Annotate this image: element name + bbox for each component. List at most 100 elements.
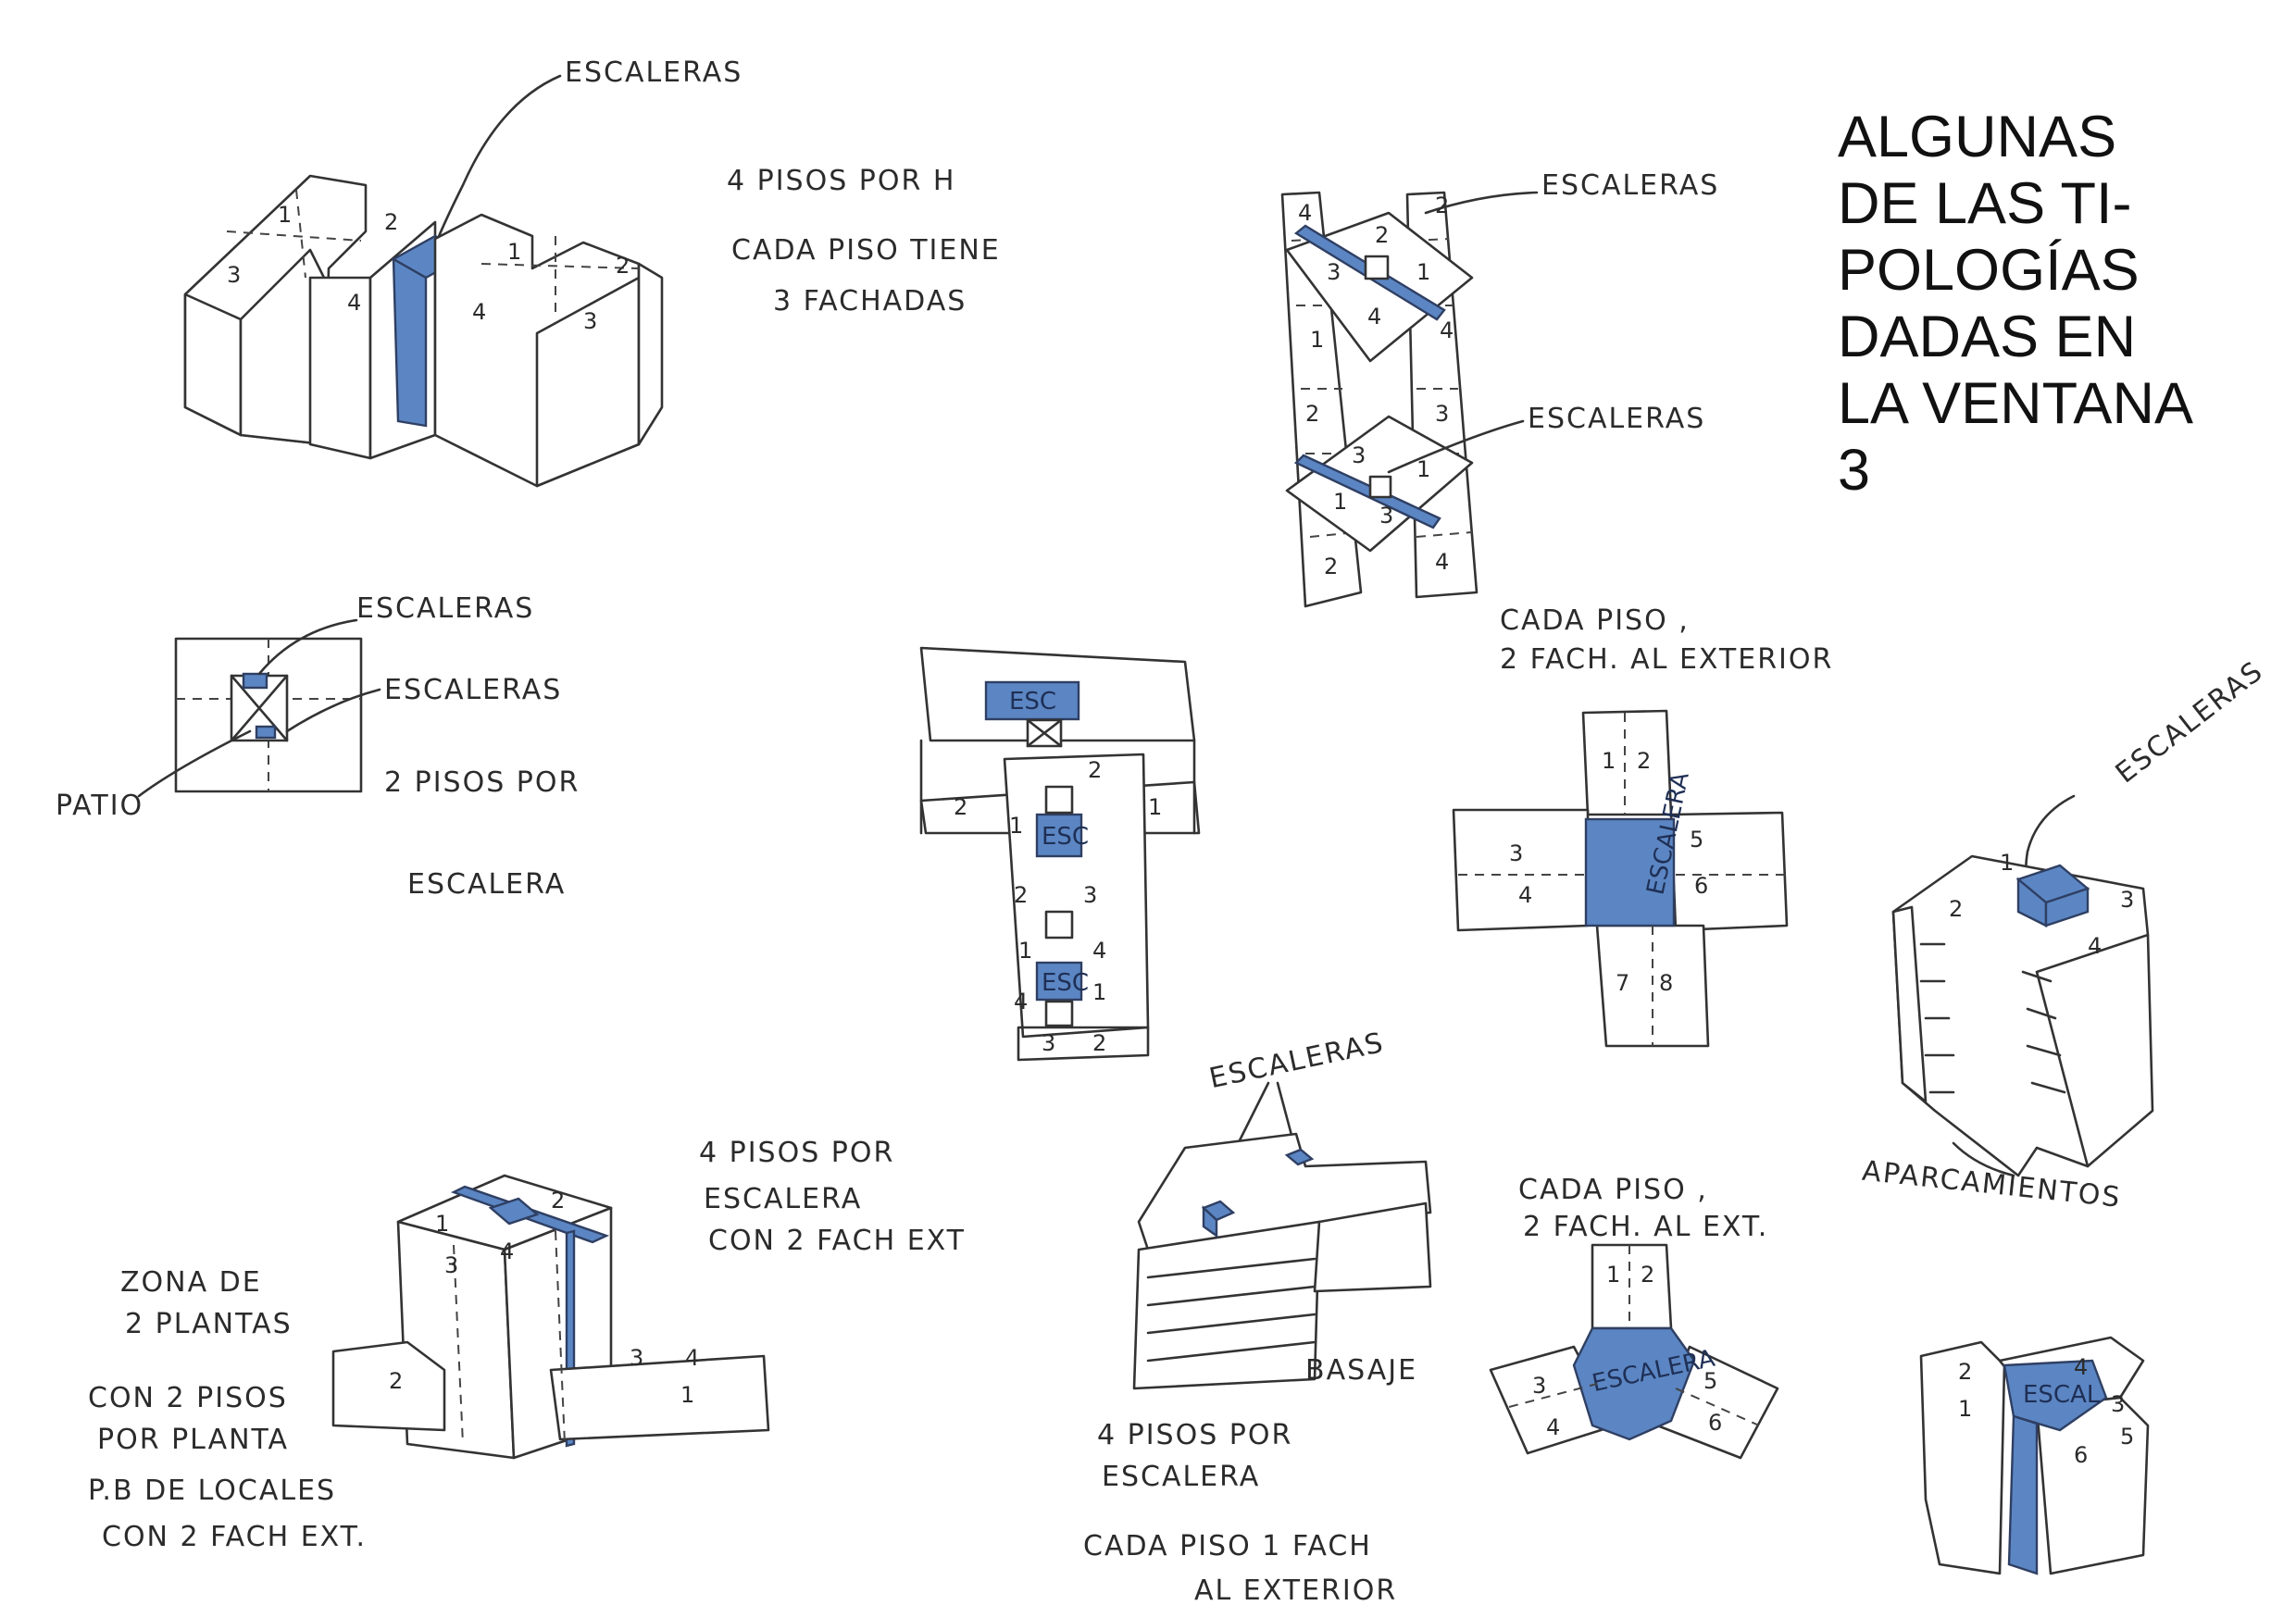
slab-front <box>1132 1220 1321 1390</box>
sketch-t-plan: ESC ESC ESC 2 1 2 1 2 3 1 4 1 4 3 2 <box>919 646 1201 1062</box>
square-note-line: ESCALERA <box>407 868 566 901</box>
stairs-label: ESCALERAS <box>356 592 534 625</box>
title-line: DE LAS TI- <box>1838 171 2132 236</box>
cube-side-note: 2 PLANTAS <box>125 1308 293 1340</box>
unit-number: 2 <box>384 209 398 235</box>
patio-label: PATIO <box>56 790 144 822</box>
title-line: 3 <box>1838 438 1871 503</box>
unit-number: 3 <box>227 262 241 288</box>
unit-number: 5 <box>1703 1368 1717 1394</box>
y-arm-top <box>1591 1243 1673 1330</box>
unit-number: 2 <box>551 1188 565 1214</box>
sketch-h-block: ESCALERAS 1 2 3 4 1 2 3 4 4 PISOS POR H … <box>183 56 1001 488</box>
title-line: DADAS EN <box>1838 305 2137 369</box>
unit-number: 2 <box>1949 896 1963 922</box>
y-note-line: 2 FACH. AL EXT. <box>1523 1211 1768 1243</box>
esc-label: ESCAL <box>2023 1381 2101 1409</box>
unit-number: 2 <box>1641 1262 1654 1288</box>
stair-core <box>1202 1205 1218 1238</box>
leader-line <box>1424 191 1539 215</box>
stairs-label: ESCALERAS <box>565 56 742 89</box>
leader-line <box>257 618 358 676</box>
unit-number: 4 <box>1440 317 1454 343</box>
lift-box <box>1044 910 1074 940</box>
lift-cross <box>1026 718 1063 748</box>
unit-number: 2 <box>1305 401 1319 427</box>
unit-number: 3 <box>1435 401 1449 427</box>
unit-number: 1 <box>1958 1396 1972 1422</box>
slab-note-line: CADA PISO 1 FACH <box>1083 1530 1372 1562</box>
unit-number: 4 <box>2074 1354 2088 1380</box>
parking-slots <box>1919 942 1955 1094</box>
unit-number: 3 <box>1379 503 1393 529</box>
title-line: ALGUNAS <box>1838 105 2117 169</box>
sketch-cross-plan: CADA PISO , 2 FACH. AL EXTERIOR ESCALERA… <box>1452 604 1833 1048</box>
unit-number: 4 <box>1367 304 1381 330</box>
leader-line <box>1952 1141 2015 1177</box>
stairs-label: ESCALERAS <box>1541 169 1719 202</box>
sketch-slab: ESCALERAS BASAJE 4 PISOS POR ESCALERA CA… <box>1083 1027 1432 1607</box>
left-tower <box>1919 1340 2006 1575</box>
cross-arm-left <box>1452 808 1590 932</box>
cube-side-note: ZONA DE <box>120 1266 262 1299</box>
unit-number: 4 <box>685 1345 699 1371</box>
title-line: POLOGÍAS <box>1838 238 2140 303</box>
basement-label: BASAJE <box>1305 1354 1417 1387</box>
unit-number: 3 <box>2111 1391 2125 1417</box>
unit-number: 2 <box>1637 748 1651 774</box>
unit-number: 4 <box>1014 989 1028 1014</box>
stair-core <box>488 1197 540 1226</box>
h-note-line: CADA PISO TIENE <box>731 234 1001 267</box>
sketch-cube-wings: 4 PISOS POR ESCALERA CON 2 FACH EXT 1 2 … <box>88 1137 966 1553</box>
unit-number: 1 <box>1606 1262 1620 1288</box>
stair-core <box>1364 255 1390 280</box>
lift-box <box>1044 785 1074 815</box>
unit-number: 2 <box>1435 193 1449 218</box>
leader-line <box>137 729 252 798</box>
unit-number: 3 <box>630 1345 643 1371</box>
cube-note-line: CON 2 FACH EXT <box>708 1225 966 1257</box>
unit-number: 4 <box>2088 933 2102 959</box>
unit-number: 3 <box>444 1252 458 1278</box>
stair-core-front <box>2007 1414 2039 1575</box>
y-axis <box>1508 1245 1760 1426</box>
sketch-y-3d: ESCAL 2 1 3 4 5 6 <box>1919 1336 2150 1575</box>
unit-number: 3 <box>1532 1373 1546 1399</box>
unit-number: 5 <box>2120 1424 2134 1450</box>
unit-number: 2 <box>1014 882 1028 908</box>
unit-number: 2 <box>1375 222 1389 248</box>
cube-side-note: P.B DE LOCALES <box>88 1475 336 1507</box>
cross-axis <box>1458 713 1787 1046</box>
unit-number: 4 <box>472 299 486 325</box>
cross-note-line: 2 FACH. AL EXTERIOR <box>1500 643 1833 676</box>
unit-number: 1 <box>680 1382 694 1408</box>
stair-core-top <box>2003 1359 2108 1432</box>
front-tower <box>2035 1396 2150 1575</box>
sketch-square-patio: ESCALERAS ESCALERAS PATIO 2 PISOS POR ES… <box>56 592 580 901</box>
t-base <box>1017 1026 1150 1062</box>
unit-number: 3 <box>1083 882 1097 908</box>
stair-core-side <box>2044 887 2090 927</box>
h-axis <box>226 230 362 242</box>
unit-number: 1 <box>278 202 292 228</box>
unit-number: 1 <box>1310 327 1324 353</box>
unit-number: 1 <box>2000 850 2014 876</box>
square-note-line: 2 PISOS POR <box>384 766 580 799</box>
right-wing-block <box>549 1354 770 1441</box>
slab-side <box>1313 1201 1432 1293</box>
unit-number: 2 <box>1958 1359 1972 1385</box>
lift-box <box>1044 1000 1074 1027</box>
unit-number: 8 <box>1659 970 1673 996</box>
unit-number: 6 <box>1708 1410 1722 1436</box>
h-axis <box>295 189 306 279</box>
stair-core <box>1584 817 1676 927</box>
slab-note-line: ESCALERA <box>1102 1461 1260 1493</box>
unit-number: 4 <box>1298 200 1312 226</box>
slab-floor-lines <box>1146 1257 1316 1363</box>
cube-note-line: 4 PISOS POR <box>699 1137 894 1169</box>
esc-label: ESC <box>1042 823 1089 851</box>
stairs-label: ESCALERAS <box>1206 1027 1387 1095</box>
title-line: LA VENTANA <box>1838 371 2193 436</box>
cube-note-line: ESCALERA <box>704 1183 862 1215</box>
